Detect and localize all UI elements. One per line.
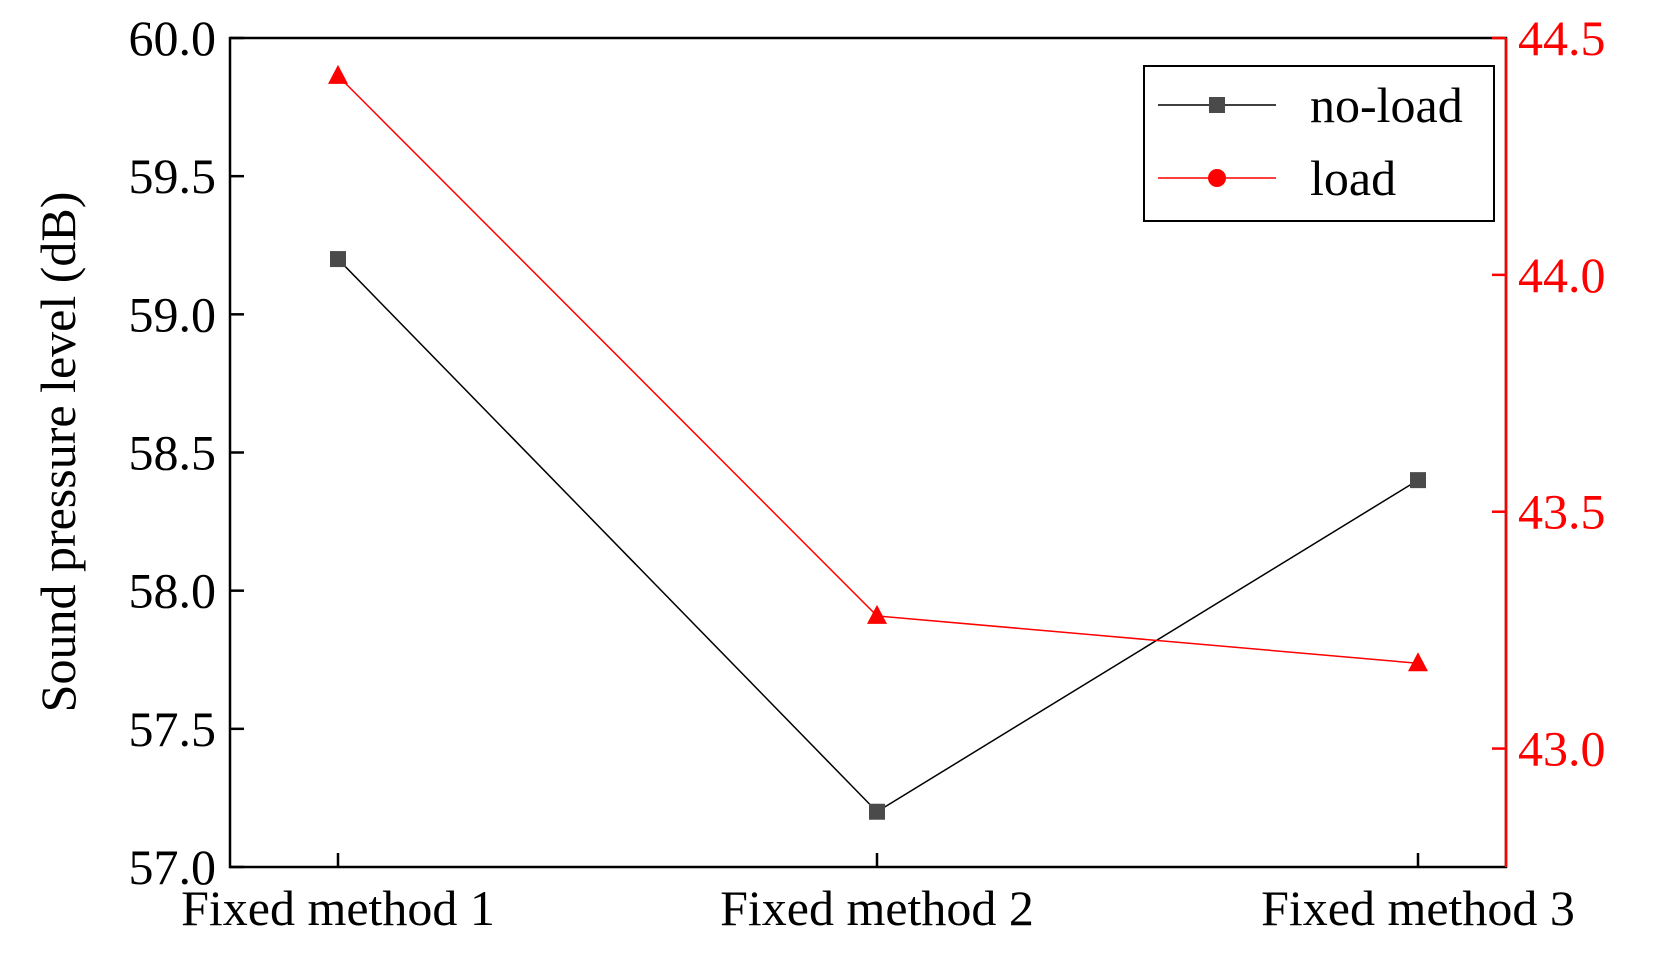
y-axis-title: Sound pressure level (dB) (30, 192, 86, 713)
data-point-load (1408, 652, 1428, 672)
y-left-tick-label: 59.5 (129, 148, 217, 204)
legend-marker-no-load (1209, 97, 1225, 113)
y-left-tick-label: 58.0 (129, 563, 217, 619)
legend: no-load load (1143, 65, 1495, 222)
legend-box (1143, 65, 1495, 222)
y-left-tick-label: 60.0 (129, 10, 217, 66)
y-right-tick-label: 44.0 (1518, 247, 1606, 303)
legend-label-load: load (1310, 150, 1396, 206)
data-point-no-load (869, 803, 885, 820)
y-right-tick-label: 43.0 (1518, 721, 1606, 777)
y-left-tick-label: 57.0 (129, 839, 217, 895)
y-left-tick-label: 58.5 (129, 425, 217, 481)
x-tick-label: Fixed method 1 (181, 880, 495, 936)
y-right-tick-label: 44.5 (1518, 10, 1606, 66)
y-left-tick-label: 57.5 (129, 701, 217, 757)
series-line-no-load (337, 258, 1419, 813)
y-right-tick-label: 43.5 (1518, 484, 1606, 540)
x-tick-label: Fixed method 2 (720, 880, 1034, 936)
legend-marker-load (1208, 169, 1226, 187)
y-left-tick-label: 59.0 (129, 286, 217, 342)
x-tick-label: Fixed method 3 (1261, 880, 1575, 936)
data-point-no-load (1410, 472, 1426, 489)
data-point-load (867, 604, 887, 624)
data-point-load (328, 64, 348, 84)
data-point-no-load (330, 251, 346, 268)
legend-label-no-load: no-load (1310, 77, 1463, 133)
